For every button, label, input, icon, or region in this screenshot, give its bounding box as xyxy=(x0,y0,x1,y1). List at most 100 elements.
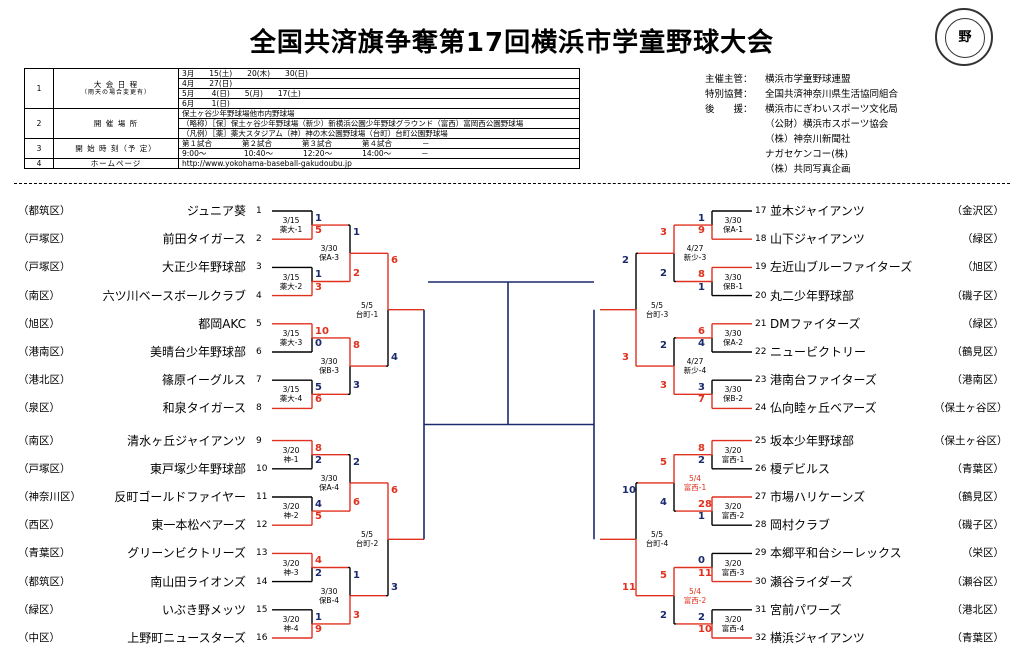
info-no: 1 xyxy=(24,68,54,109)
team-ward: （鶴見区） xyxy=(951,346,1005,358)
team-seed: 15 xyxy=(256,604,268,615)
team-name[interactable]: 大正少年野球部 xyxy=(161,260,246,275)
team-name[interactable]: 本郷平和台シーレックス xyxy=(770,546,902,561)
score: 6 xyxy=(315,394,322,406)
score: 2 xyxy=(315,454,322,466)
emblem-text: 野 xyxy=(945,18,985,58)
team-name[interactable]: DMファイターズ xyxy=(770,316,861,331)
match-label: 3/15 薬大-1 xyxy=(279,216,303,235)
team-seed: 30 xyxy=(755,576,767,587)
team-name[interactable]: 岡村クラブ xyxy=(770,518,831,533)
team-ward: （港北区） xyxy=(951,603,1005,616)
team-ward: （磯子区） xyxy=(951,289,1005,302)
match-label: 3/30 保A-4 xyxy=(319,473,339,492)
score: 9 xyxy=(698,225,705,237)
team-seed: 7 xyxy=(256,375,262,386)
team-name[interactable]: 東戸塚少年野球部 xyxy=(149,461,246,476)
team-name[interactable]: 市場ハリケーンズ xyxy=(770,490,866,504)
score: 1 xyxy=(353,227,360,239)
score: 4 xyxy=(391,352,398,364)
team-name[interactable]: 港南台ファイターズ xyxy=(770,373,877,388)
team-name[interactable]: 丸二少年野球部 xyxy=(770,288,855,303)
match-label: 3/15 薬大-2 xyxy=(279,272,303,291)
team-ward: （金沢区） xyxy=(951,205,1005,217)
sponsor-label: 主催主管： xyxy=(705,74,753,85)
match-label: 3/30 保B-3 xyxy=(318,357,340,376)
team-name[interactable]: 並木ジャイアンツ xyxy=(770,204,865,218)
sponsor-value: 全国共済神奈川県生活協同組合 xyxy=(765,89,899,100)
match-label: 3/20 神-3 xyxy=(282,558,300,577)
team-name[interactable]: いぶき野メッツ xyxy=(161,602,246,617)
team-name[interactable]: 仏向睦ヶ丘ベアーズ xyxy=(770,401,877,416)
team-name[interactable]: 六ツ川ベースボールクラブ xyxy=(102,288,246,303)
team-name[interactable]: 都岡AKC xyxy=(198,316,246,331)
team-name[interactable]: ニュービクトリー xyxy=(770,345,867,359)
score: 28 xyxy=(698,499,712,510)
score: 9 xyxy=(315,624,322,635)
sponsor-label: 特別協賛： xyxy=(705,89,753,100)
score: 3 xyxy=(353,380,360,392)
team-seed: 6 xyxy=(256,347,262,357)
team-ward: （泉区） xyxy=(18,402,60,415)
team-seed: 32 xyxy=(755,633,767,643)
team-ward: （南区） xyxy=(18,434,60,447)
score: 1 xyxy=(315,269,322,281)
team-name[interactable]: 上野町ニュースターズ xyxy=(127,631,246,645)
score: 0 xyxy=(698,555,705,567)
match-label: 5/5 台町-3 xyxy=(645,300,669,319)
team-ward: （中区） xyxy=(18,632,60,644)
match-label: 5/5 台町-4 xyxy=(645,530,669,549)
score: 2 xyxy=(660,339,667,351)
team-name[interactable]: 東一本松ベアーズ xyxy=(151,518,246,533)
score: 6 xyxy=(698,325,705,337)
team-name[interactable]: 南山田ライオンズ xyxy=(150,574,246,589)
team-name[interactable]: 美晴台少年野球部 xyxy=(149,345,246,359)
match-label: 3/30 保B-1 xyxy=(722,272,744,291)
score: 0 xyxy=(315,338,322,349)
score: 11 xyxy=(622,581,636,593)
team-name[interactable]: 反町ゴールドファイヤー xyxy=(114,490,246,504)
team-name[interactable]: ジュニア葵 xyxy=(186,204,246,218)
score: 7 xyxy=(698,394,705,406)
team-ward: （南区） xyxy=(18,289,60,302)
divider xyxy=(14,183,1010,184)
score: 1 xyxy=(698,281,705,293)
score: 2 xyxy=(660,609,667,621)
score: 8 xyxy=(698,442,705,454)
team-name[interactable]: 坂本少年野球部 xyxy=(770,433,855,448)
match-label: 3/30 保B-4 xyxy=(318,586,340,605)
match-label: 4/27 新少-3 xyxy=(683,244,707,263)
match-label: 3/15 薬大-3 xyxy=(279,328,303,347)
score: 6 xyxy=(391,484,398,496)
team-name[interactable]: 瀬谷ライダーズ xyxy=(770,574,853,589)
sponsor-value: ナガセケンコー(株) xyxy=(765,149,849,160)
team-name[interactable]: 宮前パワーズ xyxy=(770,602,842,617)
team-seed: 21 xyxy=(755,318,767,329)
team-name[interactable]: 和泉タイガース xyxy=(162,401,246,416)
team-name[interactable]: 篠原イーグルス xyxy=(161,373,246,388)
info-table: 1 大 会 日 程（雨天の場合変更有） 3月 15(土) 20(木) 30(日)… xyxy=(24,68,580,169)
team-name[interactable]: 左近山ブルーファイターズ xyxy=(770,260,913,275)
team-name[interactable]: 山下ジャイアンツ xyxy=(770,232,865,247)
team-name[interactable]: 榎デビルス xyxy=(770,461,831,476)
score: 2 xyxy=(622,255,629,267)
team-name[interactable]: グリーンビクトリーズ xyxy=(127,546,246,561)
sponsor-value: （株）神奈川新聞社 xyxy=(765,134,851,145)
team-ward: （保土ヶ谷区） xyxy=(934,402,1008,415)
score: 2 xyxy=(698,454,705,466)
team-ward: （戸塚区） xyxy=(18,233,71,246)
team-name[interactable]: 前田タイガース xyxy=(162,232,246,247)
team-name[interactable]: 清水ヶ丘ジャイアンツ xyxy=(127,433,246,448)
sponsor-value: 横浜市学童野球連盟 xyxy=(765,74,851,85)
sponsor-label: 後 援： xyxy=(705,104,753,115)
team-ward: （保土ヶ谷区） xyxy=(934,434,1008,447)
homepage-link[interactable]: http://www.yokohama-baseball-gakudoubu.j… xyxy=(178,158,580,169)
team-ward: （緑区） xyxy=(18,603,60,616)
score: 6 xyxy=(391,255,398,267)
team-seed: 19 xyxy=(755,262,767,273)
score: 4 xyxy=(660,497,667,509)
team-seed: 4 xyxy=(256,290,262,301)
team-ward: （旭区） xyxy=(18,317,60,330)
team-name[interactable]: 横浜ジャイアンツ xyxy=(770,631,865,645)
